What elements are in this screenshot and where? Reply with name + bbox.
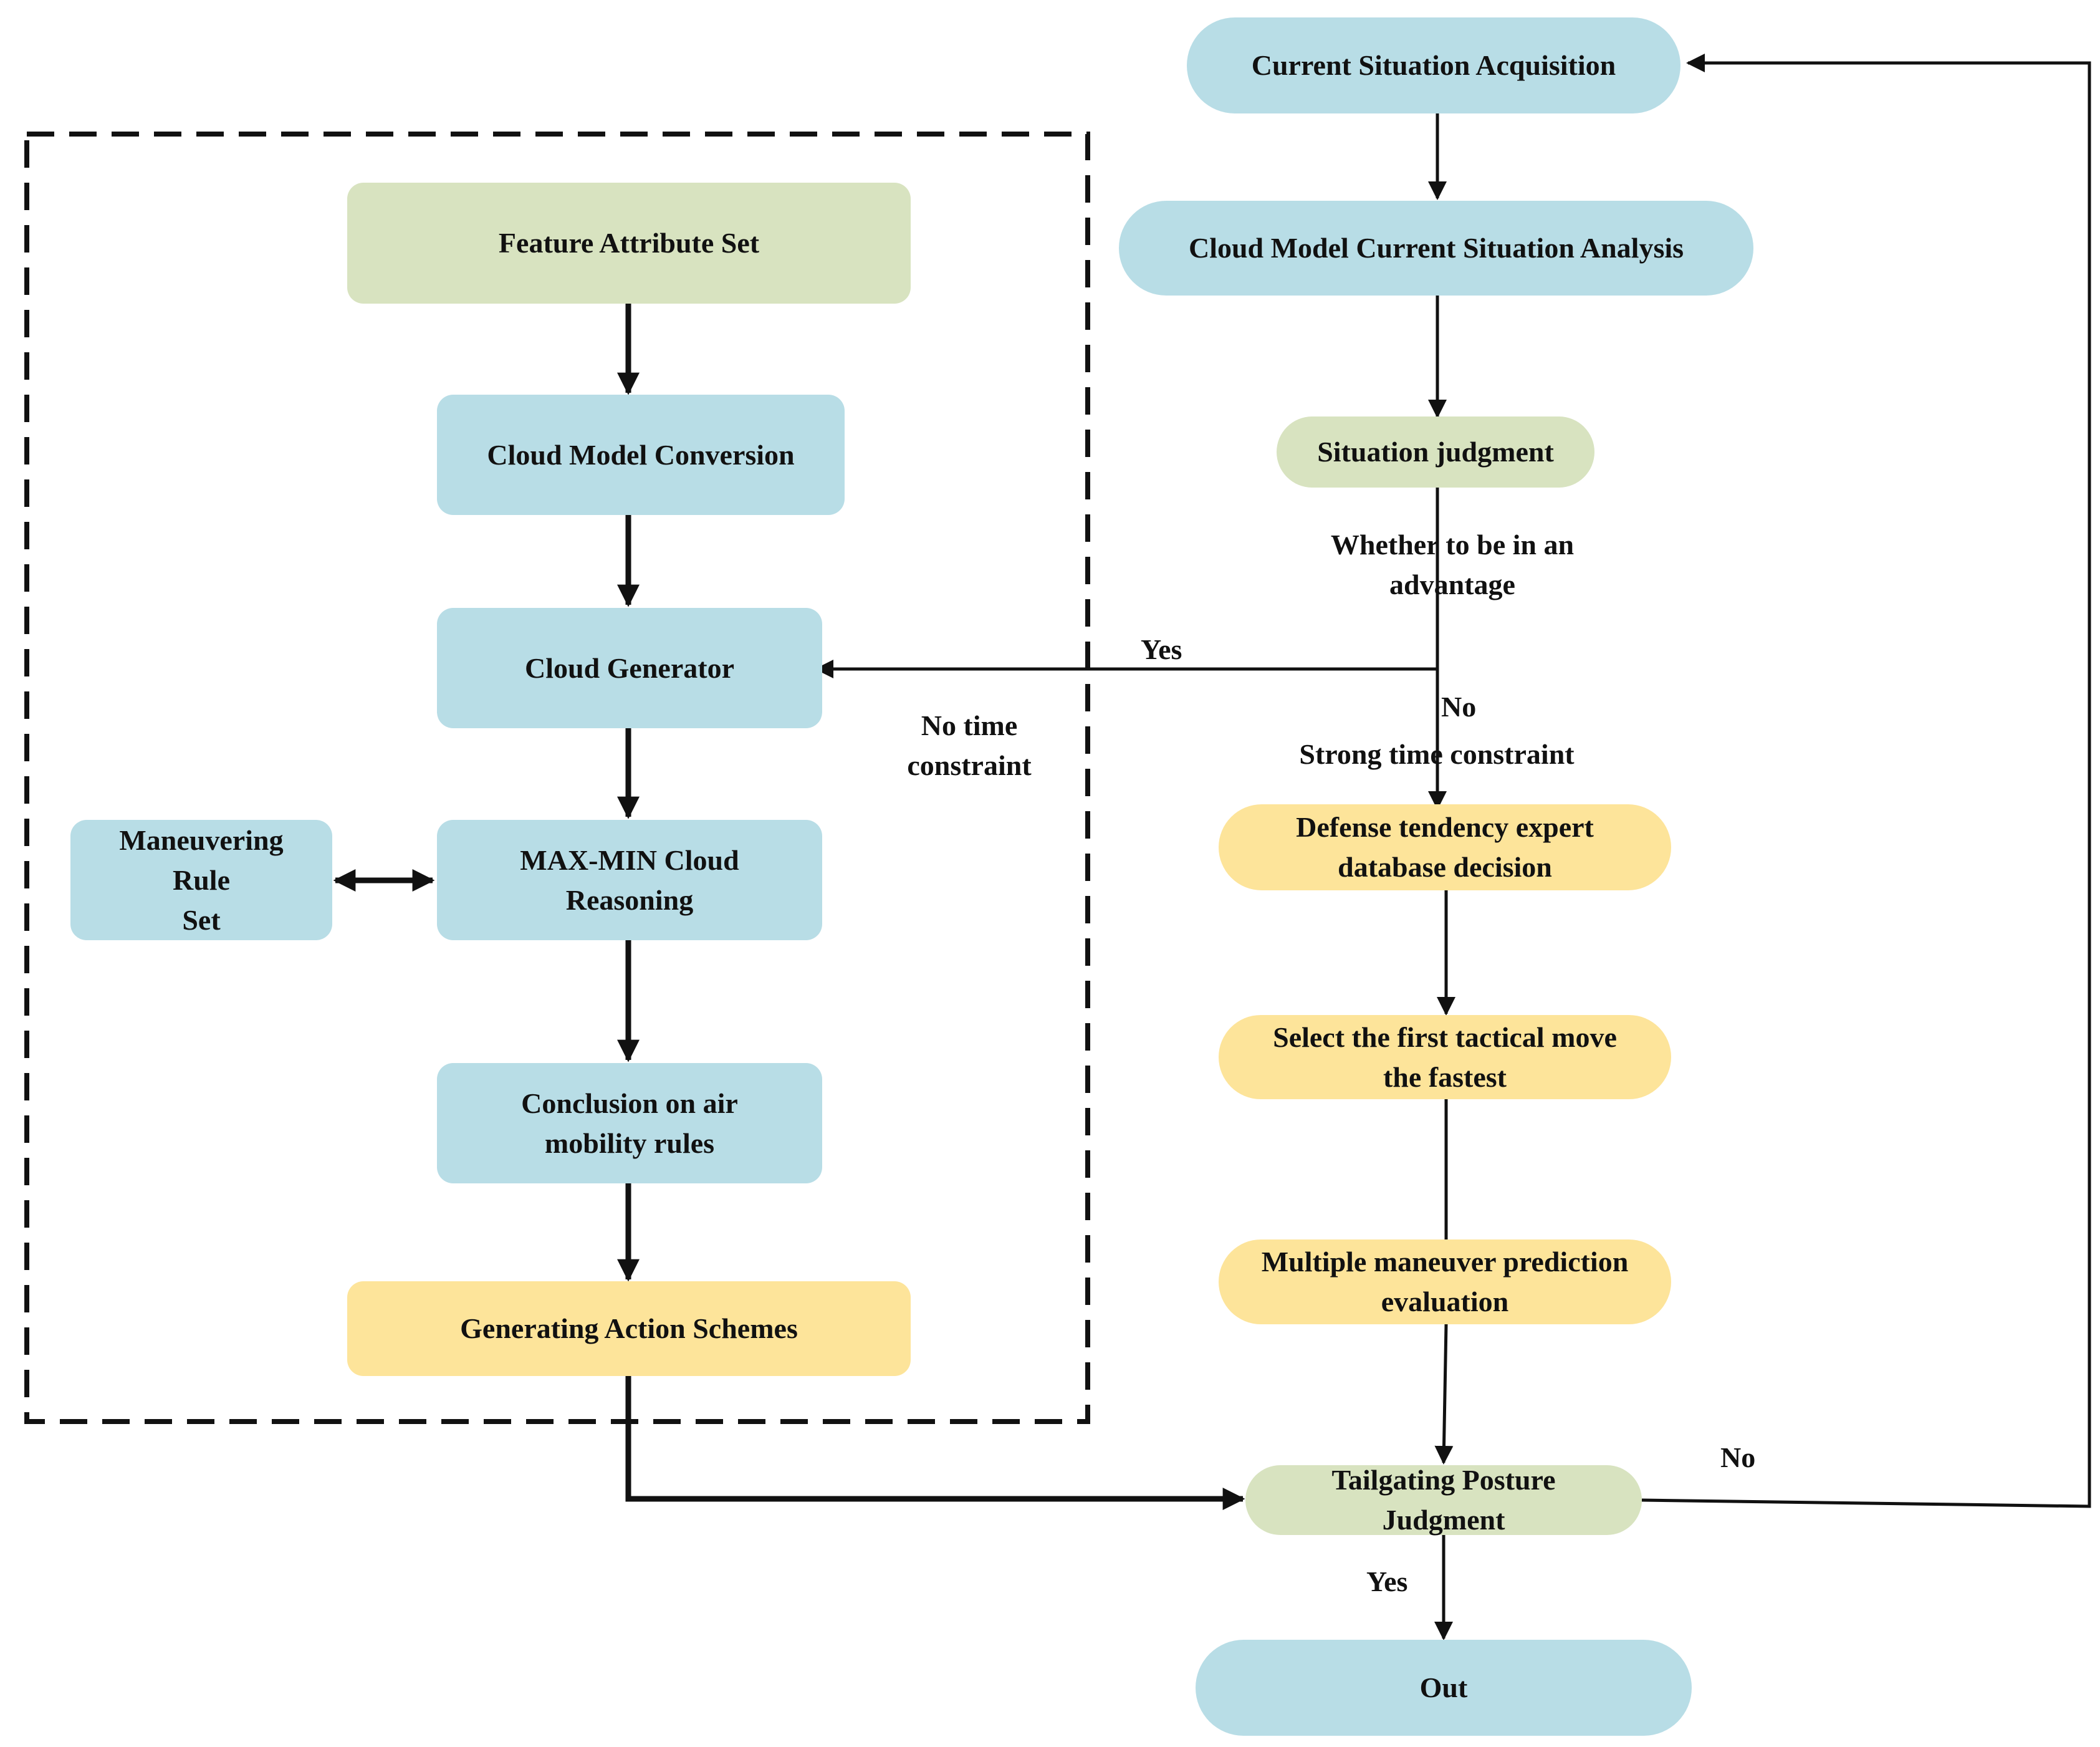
- maneuvering-rule-set-node: Maneuvering Rule Set: [70, 820, 332, 940]
- yes-advantage-label: Yes: [1141, 633, 1182, 665]
- max-min-reasoning-line-2: Reasoning: [565, 883, 694, 916]
- no-time-constraint-line-1: No time: [921, 710, 1018, 741]
- tailgating-posture-node: Tailgating Posture Judgment: [1245, 1464, 1642, 1536]
- tailgating-posture-line-2: Judgment: [1382, 1504, 1505, 1536]
- multiple-maneuver-line-2: evaluation: [1381, 1286, 1509, 1317]
- no-time-constraint-line-2: constraint: [907, 749, 1032, 781]
- no-advantage-label: No: [1441, 691, 1477, 723]
- advantage-question-label: Whether to be in an advantage: [1265, 525, 1639, 605]
- maneuvering-rule-set-line-1: Maneuvering: [119, 824, 284, 856]
- maneuvering-rule-set-line-3: Set: [182, 903, 221, 936]
- generating-action-schemes-node: Generating Action Schemes: [347, 1281, 911, 1376]
- situation-judgment-label: Situation judgment: [1317, 436, 1554, 468]
- multiple-maneuver-line-1: Multiple maneuver prediction: [1261, 1246, 1629, 1278]
- cloud-generator-label: Cloud Generator: [524, 652, 734, 684]
- edge-multiple-to-tailgating: [1434, 1324, 1454, 1465]
- cloud-model-analysis-node: Cloud Model Current Situation Analysis: [1119, 201, 1753, 296]
- select-first-move-line-1: Select the first tactical move: [1273, 1021, 1617, 1053]
- conclusion-air-mobility-node: Conclusion on air mobility rules: [437, 1063, 822, 1183]
- max-min-reasoning-node: MAX-MIN Cloud Reasoning: [437, 820, 822, 940]
- edge-tailgating-no-loop: [1641, 54, 2091, 1508]
- maneuvering-rule-set-line-2: Rule: [172, 864, 230, 896]
- yes-tailgating-label: Yes: [1366, 1566, 1408, 1597]
- current-situation-acquisition-node: Current Situation Acquisition: [1187, 17, 1680, 113]
- reasoning-group-boundary: [24, 132, 1090, 1424]
- out-label: Out: [1419, 1672, 1468, 1703]
- select-first-move-node: Select the first tactical move the faste…: [1219, 1015, 1671, 1099]
- feature-attribute-set-label: Feature Attribute Set: [498, 227, 760, 259]
- max-min-reasoning-line-1: MAX-MIN Cloud: [520, 844, 739, 876]
- defense-tendency-line-2: database decision: [1338, 851, 1552, 883]
- strong-time-constraint-label: Strong time constraint: [1299, 738, 1575, 770]
- no-time-constraint-label: No time constraint: [873, 706, 1066, 786]
- cloud-model-conversion-node: Cloud Model Conversion: [437, 395, 845, 515]
- multiple-maneuver-node: Multiple maneuver prediction evaluation: [1219, 1239, 1671, 1324]
- feature-attribute-set-node: Feature Attribute Set: [347, 183, 911, 304]
- cloud-generator-node: Cloud Generator: [437, 608, 822, 728]
- generating-action-schemes-label: Generating Action Schemes: [460, 1312, 798, 1344]
- conclusion-air-mobility-line-1: Conclusion on air: [521, 1087, 738, 1119]
- tailgating-posture-line-1: Tailgating Posture: [1331, 1464, 1556, 1496]
- situation-judgment-node: Situation judgment: [1277, 416, 1594, 488]
- advantage-question-line-1: Whether to be in an: [1330, 529, 1575, 561]
- current-situation-acquisition-label: Current Situation Acquisition: [1251, 49, 1616, 81]
- no-tailgating-label: No: [1720, 1441, 1756, 1473]
- cloud-model-analysis-label: Cloud Model Current Situation Analysis: [1188, 232, 1684, 264]
- out-node: Out: [1196, 1640, 1692, 1736]
- select-first-move-line-2: the fastest: [1383, 1061, 1507, 1093]
- defense-tendency-node: Defense tendency expert database decisio…: [1219, 804, 1671, 890]
- advantage-question-line-2: advantage: [1389, 569, 1515, 600]
- defense-tendency-line-1: Defense tendency expert: [1296, 811, 1594, 843]
- cloud-model-conversion-label: Cloud Model Conversion: [487, 438, 795, 471]
- edge-generating-to-tailgating: [625, 1376, 1245, 1510]
- conclusion-air-mobility-line-2: mobility rules: [544, 1127, 715, 1159]
